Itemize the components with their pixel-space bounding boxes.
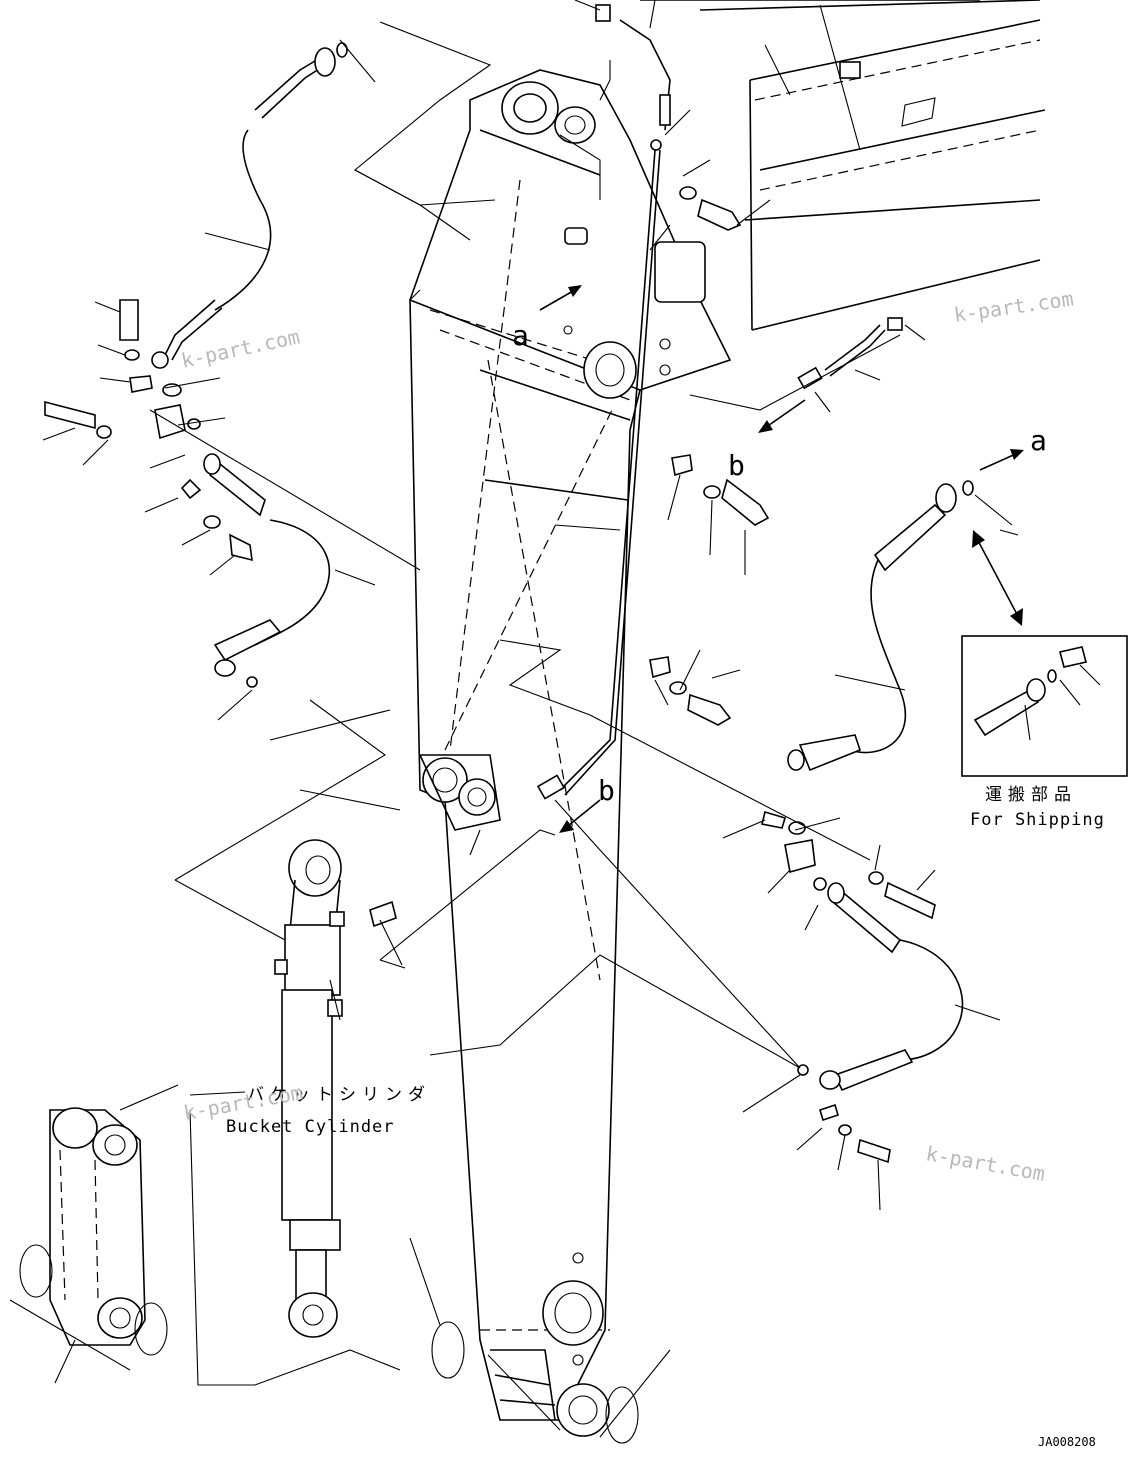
- arm-body: [409, 69, 732, 1437]
- bucket-cylinder-label-en: Bucket Cylinder: [226, 1117, 395, 1137]
- label-a-right: a: [1030, 424, 1047, 457]
- label-b-lower: b: [598, 774, 615, 807]
- watermark-4: k-part.com: [924, 1141, 1047, 1186]
- label-a-top: a: [512, 319, 529, 352]
- shipping-label-en: For Shipping: [970, 810, 1105, 830]
- boom-outline: [640, 0, 1046, 331]
- hose-upper-left: [44, 42, 348, 688]
- grease-tube: [536, 4, 671, 800]
- drawing-code: JA008208: [1038, 1435, 1096, 1449]
- reference-arrows: [539, 285, 1024, 833]
- clamp-bolts: [649, 186, 770, 726]
- bucket-cylinder-label-jp: バケットシリンダ: [247, 1085, 431, 1105]
- shipping-label-jp: 運搬部品: [985, 785, 1077, 805]
- shipping-detail-box: [961, 635, 1128, 777]
- leader-lines: [9, 0, 1019, 1438]
- watermark-2: k-part.com: [179, 324, 302, 373]
- label-b-mid: b: [728, 449, 745, 482]
- hose-right: [761, 317, 974, 1164]
- watermark-1: k-part.com: [952, 286, 1075, 327]
- bucket-link: [19, 1107, 639, 1444]
